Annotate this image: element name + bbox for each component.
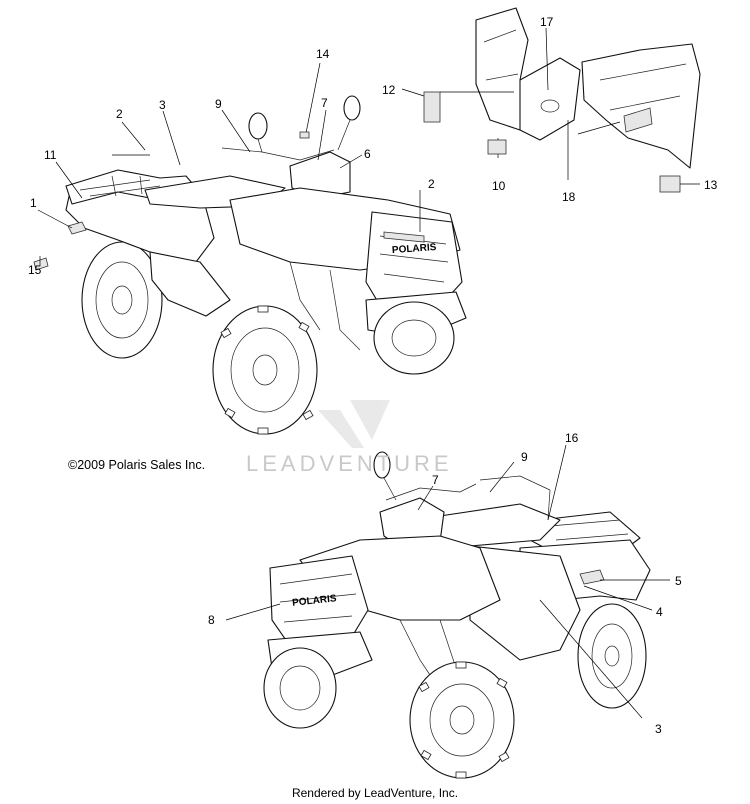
handlebar-top [221,147,335,161]
decal-fender-right [623,107,653,133]
decal-front-top [383,231,425,243]
decal-13 [659,175,681,193]
callout-9-top: 9 [215,97,222,111]
mirror-right-top [337,95,361,151]
callout-18: 18 [562,190,576,204]
callout-16: 16 [565,431,579,445]
callout-9-bottom: 9 [521,450,528,464]
side-panel-bottom [469,545,581,661]
mirror-left-bottom [373,451,397,501]
decal-10 [487,139,507,155]
watermark-text: LEADVENTURE [246,451,453,476]
callout-17: 17 [540,15,554,29]
callout-labels: 14 2 3 9 7 6 11 1 15 2 12 17 10 18 13 16… [28,15,718,736]
callout-6: 6 [364,147,371,161]
mirror-left-top [248,112,268,153]
atv-top: POLARIS [33,95,467,435]
front-tire-left-top [212,305,318,435]
decal-side-top [67,221,87,235]
handlebar-bottom [385,483,477,501]
brand-logo-bottom: POLARIS [292,593,338,609]
callout-4: 4 [656,605,663,619]
rear-tire-bottom [577,603,647,709]
callout-2-front: 2 [428,177,435,191]
side-panel-top [149,251,231,317]
callout-10: 10 [492,179,506,193]
brand-logo-top: POLARIS [392,242,437,256]
callout-5: 5 [675,574,682,588]
fender-exploded [475,7,701,169]
callout-12: 12 [382,83,396,97]
headlight-pod-top [289,151,351,199]
callout-7-top: 7 [321,96,328,110]
front-fender-right-exploded [581,43,701,169]
copyright-notice: ©2009 Polaris Sales Inc. [68,458,206,472]
leaders-exploded [401,27,700,193]
leaders-bottom [225,444,670,719]
watermark-emblem [318,400,390,448]
callout-14: 14 [316,47,330,61]
front-tire-right-top [373,301,455,375]
atv-bottom: POLARIS [263,451,651,779]
front-tire-left-bottom [263,647,337,729]
callout-13: 13 [704,178,718,192]
callout-3-bottom: 3 [655,722,662,736]
leaders-top [37,62,421,266]
callout-7-bottom: 7 [432,473,439,487]
decal-rear-top [33,257,49,271]
dash-panel-exploded [519,57,581,141]
callout-2-top: 2 [116,107,123,121]
callout-8: 8 [208,613,215,627]
callout-1: 1 [30,196,37,210]
callout-3-top: 3 [159,98,166,112]
decal-12 [423,91,441,123]
front-tire-right-bottom [409,661,515,779]
footer-credit: Rendered by LeadVenture, Inc. [291,786,459,800]
callout-11: 11 [44,148,57,162]
callout-15: 15 [28,263,42,277]
